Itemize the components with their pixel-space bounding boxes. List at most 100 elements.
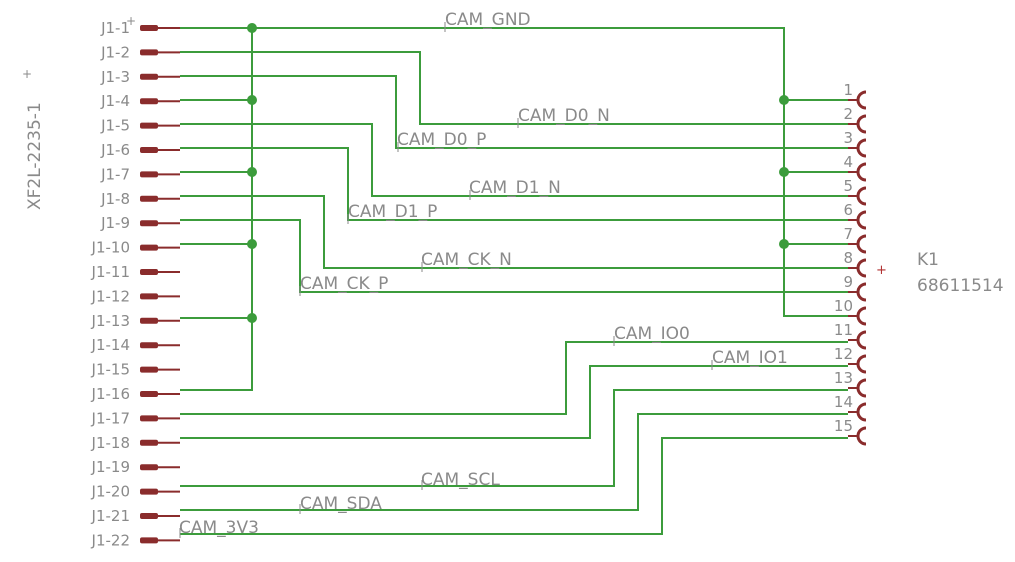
j1-pin: [140, 122, 180, 129]
k1-pin: [848, 354, 867, 374]
j1-pin: [140, 342, 180, 349]
j1-pin: [140, 73, 180, 80]
j1-pin1-origin-mark: +: [126, 14, 136, 28]
k1-pin: [848, 138, 867, 158]
k1-pin-label: 13: [834, 369, 853, 387]
junction-dot: [247, 167, 257, 177]
j1-pin-label: J1-17: [91, 409, 130, 427]
net-label-io1: CAM_IO1: [712, 348, 788, 368]
j1-pin-label: J1-3: [100, 68, 130, 86]
j1-pin-label: J1-10: [91, 239, 130, 257]
junction-dot: [779, 239, 789, 249]
wire-sda: [180, 413, 848, 511]
j1-pin-label: J1-8: [100, 190, 130, 208]
j1-pin-label: J1-20: [91, 483, 130, 501]
k1-pin: [848, 402, 867, 422]
wire-ckn: [180, 195, 848, 269]
j1-pin: [140, 293, 180, 300]
junction-dot: [247, 95, 257, 105]
k1-pin-label: 7: [843, 225, 853, 243]
j1-pin: [140, 391, 180, 397]
wire-d0n: [180, 51, 848, 125]
k1-pin: [848, 426, 867, 446]
k1-pin-label: 9: [843, 273, 853, 291]
junction-dot: [247, 313, 257, 323]
j1-pin-label: J1-19: [91, 458, 130, 476]
k1-pin: [848, 210, 867, 230]
k1-pin: [848, 282, 867, 302]
net-label-ticks: [179, 22, 713, 538]
junction-dot: [779, 95, 789, 105]
j1-pin-label: J1-4: [100, 92, 130, 110]
k1-pin-label: 3: [843, 129, 853, 147]
j1-pin-label: J1-9: [100, 214, 130, 232]
j1-pin: [140, 464, 180, 471]
junction-dot: [247, 239, 257, 249]
j1-pin: [140, 220, 180, 227]
j1-pin: [140, 269, 180, 275]
k1-pin-label: 8: [843, 249, 853, 267]
j1-pin-label: J1-18: [91, 434, 130, 452]
j1-pin: [140, 513, 180, 519]
junction-dot: [779, 167, 789, 177]
j1-pin-label: J1-14: [91, 336, 130, 354]
j1-pin-label: J1-16: [91, 385, 130, 403]
j1-pin: [140, 537, 180, 544]
wire-ckp: [180, 219, 848, 293]
j1-pin-label: J1-2: [100, 43, 130, 61]
j1-pin-label: J1-21: [91, 507, 130, 525]
j1-pin-label: J1-15: [91, 361, 130, 379]
j1-pin: [140, 171, 180, 178]
k1-component-name: K1: [917, 250, 939, 270]
junction-dot: [247, 23, 257, 33]
junctions: [247, 23, 789, 323]
net-label-scl: CAM_SCL: [421, 470, 500, 490]
j1-component-name: XF2L-2235-1: [25, 102, 45, 210]
j1-pin: [140, 244, 180, 251]
j1-pin: [140, 49, 180, 56]
j1-pin: [140, 488, 180, 495]
wire-scl: [180, 389, 848, 487]
j1-origin-mark: +: [22, 67, 32, 81]
net-label-io0: CAM_IO0: [614, 324, 690, 344]
k1-pin-label: 2: [843, 105, 853, 123]
j1-pin-label: J1-7: [100, 165, 130, 183]
k1-pin-label: 6: [843, 201, 853, 219]
wire-gnd-main: [252, 27, 848, 317]
k1-pin-label: 5: [843, 177, 853, 195]
k1-pin-label: 11: [834, 321, 853, 339]
k1-pin-label: 10: [834, 297, 853, 315]
k1-pin: [848, 378, 867, 398]
j1-pin-label: J1-1: [100, 19, 130, 37]
wire-3v3: [180, 437, 848, 535]
k1-origin-mark: +: [876, 263, 887, 278]
k1-pin-label: 4: [843, 153, 853, 171]
net-label-d0p: CAM_D0_P: [397, 130, 486, 150]
k1-pin: [848, 90, 867, 110]
j1-pin-label: J1-13: [91, 312, 130, 330]
wire-gnd-j1-bus: [180, 27, 253, 391]
j1-pin-label: J1-6: [100, 141, 130, 159]
net-label-d1p: CAM_D1_P: [348, 202, 437, 222]
wire-io0: [180, 341, 848, 415]
k1-pin: [848, 186, 867, 206]
k1-pin-label: 12: [834, 345, 853, 363]
j1-pin: [140, 415, 180, 422]
j1-pin: [140, 98, 180, 105]
k1-pin: [848, 330, 867, 350]
k1-pin: [848, 258, 867, 278]
k1-pin-label: 1: [843, 81, 853, 99]
k1-pin-label: 15: [834, 417, 853, 435]
net-label-ckp: CAM_CK_P: [300, 274, 388, 294]
j1-pin: [140, 195, 180, 202]
k1-pin: [848, 162, 867, 182]
k1-pins: [848, 90, 867, 446]
k1-pin: [848, 306, 867, 326]
k1-pin: [848, 234, 867, 254]
j1-pin-label: J1-12: [91, 287, 130, 305]
j1-pin-label: J1-22: [91, 531, 130, 549]
j1-pin: [140, 439, 180, 446]
wire-d0p: [180, 75, 848, 149]
